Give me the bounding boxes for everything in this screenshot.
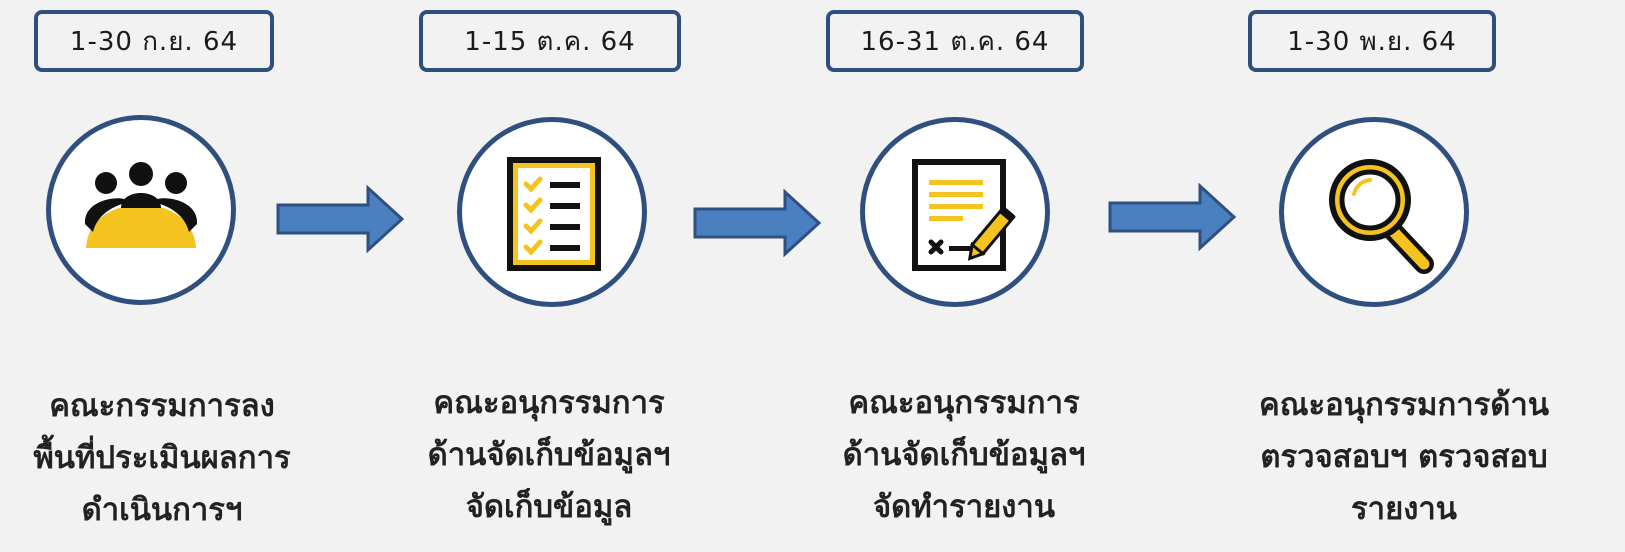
- caption-1-line-2: พื้นที่ประเมินผลการ: [33, 440, 291, 476]
- step-caption-1: คณะกรรมการลง พื้นที่ประเมินผลการ ดำเนินก…: [0, 380, 327, 536]
- caption-2-line-3: จัดเก็บข้อมูล: [465, 489, 633, 525]
- date-box-4: 1-30 พ.ย. 64: [1248, 10, 1496, 72]
- magnifier-icon: [1329, 159, 1434, 274]
- step-circle-2: [457, 117, 647, 307]
- date-label-1: 1-30 ก.ย. 64: [69, 26, 239, 57]
- caption-4-line-1: คณะอนุกรรมการด้าน: [1258, 387, 1550, 423]
- people-meeting-icon: [84, 162, 198, 248]
- caption-1-line-3: ดำเนินการฯ: [81, 492, 243, 528]
- flow-arrow-2: [693, 188, 822, 258]
- caption-1-line-1: คณะกรรมการลง: [49, 388, 275, 424]
- step-circle-1: [46, 115, 236, 305]
- date-label-2: 1-15 ต.ค. 64: [464, 26, 636, 57]
- caption-3-line-1: คณะอนุกรรมการ: [848, 385, 1080, 421]
- caption-4-line-3: รายงาน: [1351, 491, 1457, 527]
- document-sign-icon: [912, 159, 1016, 271]
- caption-3-line-2: ด้านจัดเก็บข้อมูลฯ: [842, 437, 1086, 473]
- step-caption-4: คณะอนุกรรมการด้าน ตรวจสอบฯ ตรวจสอบ รายงา…: [1239, 379, 1569, 535]
- caption-2-line-1: คณะอนุกรรมการ: [433, 385, 665, 421]
- caption-3-line-3: จัดทำรายงาน: [872, 489, 1056, 525]
- date-label-3: 16-31 ต.ค. 64: [860, 26, 1050, 57]
- step-circle-3: [860, 117, 1050, 307]
- step-caption-3: คณะอนุกรรมการ ด้านจัดเก็บข้อมูลฯ จัดทำรา…: [799, 377, 1129, 533]
- date-box-1: 1-30 ก.ย. 64: [34, 10, 274, 72]
- date-box-3: 16-31 ต.ค. 64: [826, 10, 1084, 72]
- flow-arrow-3: [1108, 182, 1237, 252]
- date-box-2: 1-15 ต.ค. 64: [419, 10, 681, 72]
- date-label-4: 1-30 พ.ย. 64: [1287, 26, 1457, 57]
- caption-2-line-2: ด้านจัดเก็บข้อมูลฯ: [427, 437, 671, 473]
- step-circle-4: [1279, 117, 1469, 307]
- flow-arrow-1: [276, 184, 405, 254]
- checklist-icon: [507, 157, 601, 271]
- caption-4-line-2: ตรวจสอบฯ ตรวจสอบ: [1260, 439, 1548, 475]
- step-caption-2: คณะอนุกรรมการ ด้านจัดเก็บข้อมูลฯ จัดเก็บ…: [384, 377, 714, 533]
